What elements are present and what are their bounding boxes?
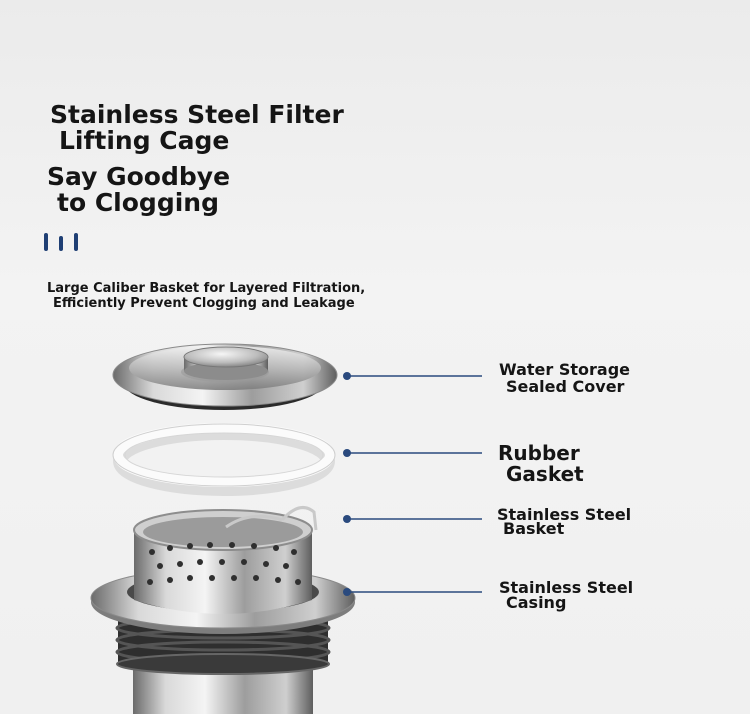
label-cover: Water Storage Sealed Cover xyxy=(499,360,630,396)
label-basket-line-1: Stainless Steel xyxy=(497,505,632,524)
basket-casing-illustration xyxy=(90,506,356,714)
label-gasket-line-2: Gasket xyxy=(506,462,584,486)
label-gasket: Rubber Gasket xyxy=(498,443,584,485)
subtitle: Large Caliber Basket for Layered Filtrat… xyxy=(47,281,366,312)
slogan-line-2: to Clogging xyxy=(57,188,219,218)
accent-bar xyxy=(44,233,48,251)
leader-lines xyxy=(343,372,482,596)
headline: Stainless Steel Filter Lifting Cage xyxy=(50,100,344,156)
slogan: Say Goodbye to Clogging xyxy=(47,162,231,218)
cover-illustration xyxy=(112,343,338,410)
gasket-illustration xyxy=(112,423,336,496)
label-casing: Stainless Steel Casing xyxy=(499,578,634,612)
accent-bars xyxy=(44,233,78,251)
slogan-line-1: Say Goodbye xyxy=(47,162,231,191)
label-casing-line-2: Casing xyxy=(506,592,567,612)
label-basket: Stainless Steel Basket xyxy=(497,505,632,538)
accent-bar xyxy=(59,236,63,251)
headline-line-2: Lifting Cage xyxy=(59,126,230,156)
accent-bar xyxy=(74,233,78,251)
label-cover-line-1: Water Storage xyxy=(499,360,630,379)
subtitle-line-1: Large Caliber Basket for Layered Filtrat… xyxy=(47,281,366,296)
label-gasket-line-1: Rubber xyxy=(498,441,580,465)
label-cover-line-2: Sealed Cover xyxy=(506,376,625,396)
headline-line-1: Stainless Steel Filter xyxy=(50,100,344,129)
subtitle-line-2: Efficiently Prevent Clogging and Leakage xyxy=(53,295,355,311)
label-casing-line-1: Stainless Steel xyxy=(499,578,634,597)
label-basket-line-2: Basket xyxy=(503,518,565,538)
